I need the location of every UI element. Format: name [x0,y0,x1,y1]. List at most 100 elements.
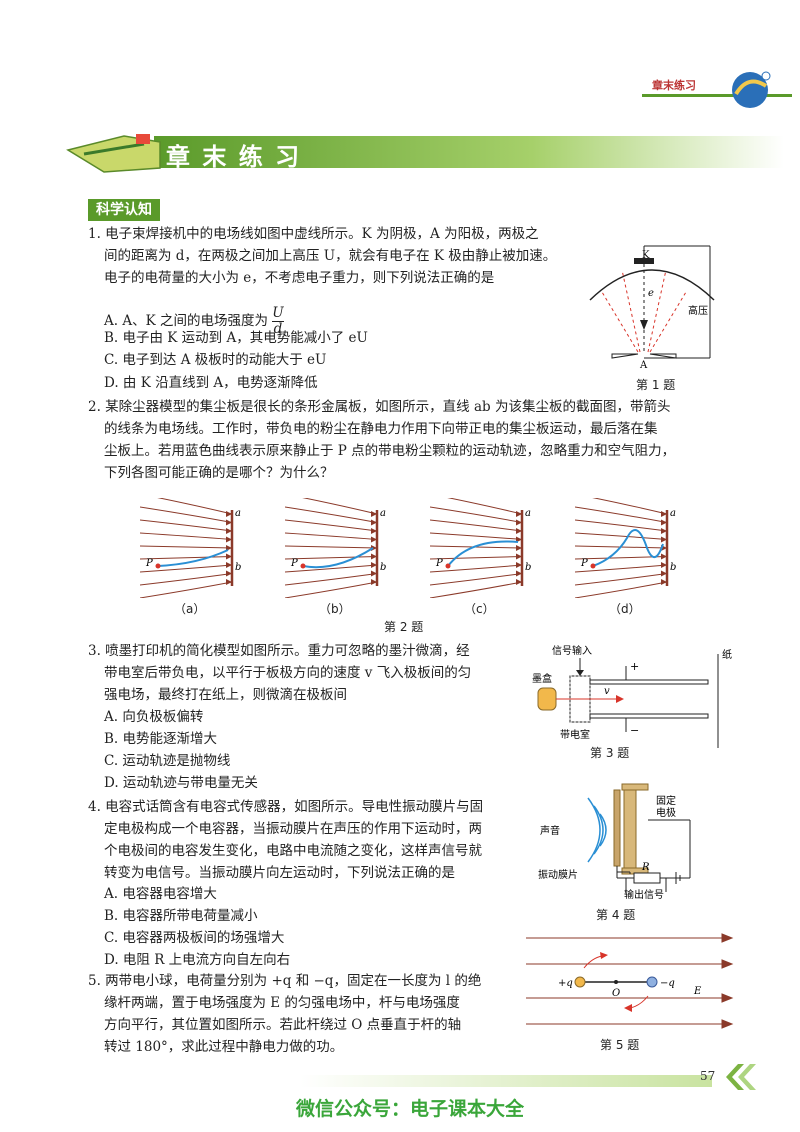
chapter-logo-icon [732,71,771,108]
field-line [285,506,378,523]
field-line [575,532,668,540]
point-p [155,563,161,569]
field-line [575,564,668,573]
field-line-arrow [226,528,232,534]
field-line-arrow [516,570,522,577]
point-p [590,563,596,569]
field-line-arrow [661,519,667,526]
q4-caption: 第 4 题 [596,908,636,922]
q3-option-c: C. 运动轨迹是抛物线 [104,753,231,769]
q3-line: 3. 喷墨打印机的简化模型如图所示。重力可忽略的墨汁微滴，经 [88,643,470,659]
q5-line: 方向平行，其位置如图所示。若此杆绕过 O 点垂直于杆的轴 [104,1017,462,1033]
label-p: P [435,558,443,569]
field-line-arrow [371,562,377,568]
field-line [140,556,233,560]
label-p: P [580,558,588,569]
q4-line: 转变为电信号。当振动膜片向左运动时，下列说法正确的是 [104,865,455,881]
q3-option-d: D. 运动轨迹与带电量无关 [104,775,258,791]
field-line [430,545,523,549]
particle-path [302,547,374,569]
field-line-arrow [516,511,522,517]
fraction-denominator: d [273,321,283,337]
field-line [285,573,378,586]
field-line-arrow [516,562,522,568]
field-line-arrow [226,519,232,526]
q3-label-v: v [604,686,610,697]
field-line-arrow [661,562,667,568]
field-line-arrow [371,570,377,577]
label-a: a [235,508,241,519]
footer-rule [300,1075,712,1087]
q2-panel-a: abP [140,498,241,598]
watermark: 微信公众号：电子课本大全 [296,1098,525,1120]
q4-option-b: B. 电容器所带电荷量减小 [104,908,258,924]
q5-figure: +q −q O E [526,933,734,1029]
label-b: b [525,562,531,573]
field-line-arrow [226,570,232,577]
q2-caption: 第 2 题 [384,620,424,634]
field-line [575,545,668,549]
q4-line: 个电极间的电容发生变化，电路中电流随之变化，这样声信号就 [104,843,482,859]
field-line [430,506,523,523]
field-line-arrow [371,519,377,526]
q3-text: 3. 喷墨打印机的简化模型如图所示。重力可忽略的墨汁微滴，经 带电室后带负电，以… [88,640,471,706]
q2-panel-c: abP [430,498,531,598]
field-line [140,564,233,573]
field-line-arrow [371,511,377,517]
q4-label-fixed1: 固定 [656,794,676,807]
label-b: b [380,562,386,573]
q3-caption: 第 3 题 [590,746,630,760]
field-line [140,581,233,598]
q5-label-minus-q: −q [660,978,675,989]
q3-label-chamber: 带电室 [560,728,590,741]
q1-caption: 第 1 题 [636,378,676,392]
q1-option-a: A. A、K 之间的电场强度为 U d [104,306,284,337]
q4-option-a: A. 电容器电容增大 [104,886,217,902]
footer-chevrons-icon [726,1064,756,1090]
q3-label-minus: − [630,724,639,737]
q1-label-a: A [639,360,648,370]
field-line-arrow [226,553,232,560]
q4-label-r: R [641,862,650,873]
field-line-arrow [226,579,232,585]
q2-panel-label: （a） [174,602,206,616]
q5-line: 5. 两带电小球，电荷量分别为 +q 和 −q，固定在一长度为 l 的绝 [88,973,482,989]
field-line [430,532,523,540]
q4-line: 4. 电容式话筒含有电容式传感器，如图所示。导电性振动膜片与固 [88,799,484,815]
field-line [592,498,668,515]
q2-line: 的线条为电场线。工作时，带负电的粉尘在静电力作用下向带正电的集尘板运动，最后落在… [104,421,658,437]
field-line-arrow [516,545,522,551]
field-line-arrow [371,536,377,543]
field-line-arrow [371,528,377,534]
q3-figure: 信号输入 纸 墨盒 带电室 v + − [532,644,732,748]
field-line [430,519,523,532]
field-line-arrow [661,536,667,543]
q4-label-membrane: 振动膜片 [538,868,578,881]
field-line [285,532,378,540]
q2-line: 下列各图可能正确的是哪个？为什么？ [104,465,334,481]
field-line-arrow [661,570,667,577]
label-a: a [380,508,386,519]
field-line-arrow [226,536,232,543]
field-line [575,506,668,523]
field-line [575,573,668,586]
particle-path [592,529,664,567]
field-line-arrow [516,553,522,560]
field-line [285,519,378,532]
q2-panel-b: abP [285,498,386,598]
field-line [430,556,523,560]
q4-line: 定电极构成一个电容器，当振动膜片在声压的作用下运动时，两 [104,821,482,837]
field-line [575,556,668,560]
field-line [140,519,233,532]
q3-line: 带电室后带负电，以平行于板极方向的速度 v 飞入极板间的匀 [104,665,472,681]
q2-line: 尘板上。若用蓝色曲线表示原来静止于 P 点的带电粉尘颗粒的运动轨迹，忽略重力和空… [104,443,676,459]
q3-label-signal: 信号输入 [552,644,592,657]
field-line [447,498,523,515]
q5-caption: 第 5 题 [600,1038,640,1052]
field-line-arrow [661,553,667,560]
q4-label-output: 输出信号 [624,888,664,900]
field-line [157,498,233,515]
field-line [430,581,523,598]
label-a: a [670,508,676,519]
